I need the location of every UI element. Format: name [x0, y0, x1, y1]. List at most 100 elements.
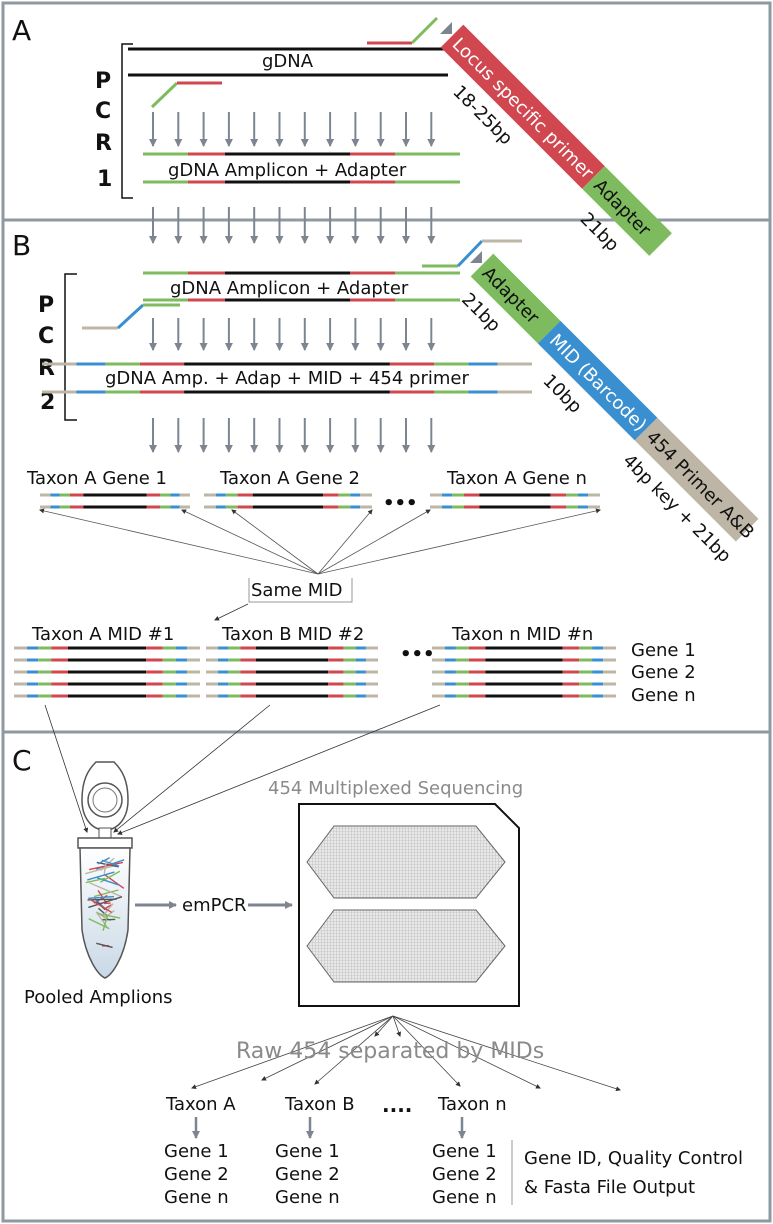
raw-separated-label: Raw 454 separated by MIDs	[236, 1039, 544, 1064]
separation-line	[191, 1015, 394, 1090]
pooled-label: Pooled Amplions	[24, 987, 173, 1008]
sample-tube-icon	[77, 761, 133, 979]
pcr2-bracket	[64, 273, 77, 421]
pcr2-number: 2	[40, 390, 55, 415]
pool-line-a	[44, 704, 89, 833]
tube-strand	[101, 859, 120, 867]
pcr1-bracket	[121, 43, 133, 199]
tube-strand	[88, 896, 123, 909]
legend-454-bar	[634, 417, 759, 542]
tube-strand	[97, 857, 110, 865]
legend-b-adapter-bar	[470, 253, 561, 344]
separation-line	[392, 1015, 621, 1092]
gene-list-b-1: Gene 1	[275, 1141, 340, 1162]
tube-strand	[87, 898, 117, 901]
full-amplicon-label: gDNA Amp. + Adap + MID + 454 primer	[105, 368, 469, 389]
gene-strands	[40, 493, 600, 509]
pool-line-n	[117, 704, 441, 835]
pool-line-b	[113, 704, 271, 833]
separation-line	[374, 1015, 394, 1037]
plate-region-top	[306, 825, 506, 899]
mid-link-line	[181, 509, 319, 575]
pcr2-letter-c: C	[38, 324, 54, 349]
tube-strand	[87, 871, 115, 881]
taxon-down-arrows	[192, 1117, 466, 1139]
mid-link-line	[39, 508, 319, 575]
tube-strand	[89, 882, 123, 898]
empcr-label: emPCR	[182, 895, 247, 916]
tube-strand	[88, 895, 115, 900]
taxon-mid-label-b: Taxon B MID #2	[221, 624, 364, 645]
mid-link-line	[317, 509, 373, 575]
separation-line	[261, 1015, 394, 1081]
taxon-mid-label-a: Taxon A MID #1	[31, 624, 174, 645]
pcr1-arrow-row	[149, 112, 436, 147]
tube-strand	[85, 877, 106, 884]
primer-c-blue	[456, 239, 484, 268]
primer-a-green	[410, 16, 439, 45]
gene-label-2: Taxon A Gene 2	[219, 468, 360, 489]
gdna-label: gDNA	[262, 51, 314, 72]
tube-strand	[88, 918, 110, 930]
gene-list-n-1: Gene 1	[432, 1141, 497, 1162]
output-line-1: Gene ID, Quality Control	[524, 1148, 743, 1169]
gene-list-a-2: Gene 2	[164, 1164, 229, 1185]
separation-line	[392, 1015, 461, 1087]
taxon-ellipsis: •••	[400, 644, 435, 665]
gene-row-label-2: Gene 2	[631, 662, 696, 683]
gene-row-label-n: Gene n	[631, 685, 696, 706]
legend-a: Locus specific primer Adapter 18-25bp 21…	[440, 24, 672, 256]
separation-line	[392, 1015, 541, 1089]
taxon-c-b: Taxon B	[284, 1094, 355, 1115]
tube-strand	[89, 898, 113, 914]
gene-list-n: Gene 1 Gene 2 Gene n	[432, 1141, 497, 1208]
mid-link-line	[231, 509, 319, 575]
taxon-c-a: Taxon A	[165, 1094, 236, 1115]
mid-separation-lines	[191, 1015, 621, 1092]
tube-strand	[96, 942, 113, 949]
pcr2-output-arrow-row	[149, 418, 436, 453]
tube-strand	[103, 859, 108, 874]
pcr2-letter-p: P	[38, 293, 54, 318]
amplicon-a-label: gDNA Amplicon + Adapter	[168, 160, 407, 181]
legend-primer-bar	[440, 24, 605, 189]
panel-a-letter: A	[12, 14, 31, 47]
tube-strand	[85, 864, 115, 875]
taxon-mid-label-n: Taxon n MID #n	[451, 624, 593, 645]
legend-a-arrowhead	[440, 22, 452, 34]
pcr1-letter-r: R	[95, 131, 112, 156]
gene-label-n: Taxon A Gene n	[446, 468, 587, 489]
amplicon-b-label: gDNA Amplicon + Adapter	[170, 278, 409, 299]
taxon-c-n: Taxon n	[437, 1094, 507, 1115]
legend-adapter-bar	[582, 166, 672, 256]
legend-b: Adapter MID (Barcode) 454 Primer A&B 21b…	[457, 253, 759, 567]
gene-list-a-1: Gene 1	[164, 1141, 229, 1162]
tube-strand	[96, 912, 121, 919]
sequencing-title: 454 Multiplexed Sequencing	[268, 778, 523, 799]
mid-link-line	[317, 508, 601, 575]
gene-list-b: Gene 1 Gene 2 Gene n	[275, 1141, 340, 1208]
same-mid-arrow	[214, 603, 249, 621]
taxon-strands	[14, 646, 616, 698]
tube-strand	[93, 889, 119, 898]
pcr1-letter-p: P	[95, 69, 111, 94]
tube-strand	[102, 915, 109, 931]
panel-b-letter: B	[12, 229, 31, 262]
panel-c-letter: C	[12, 744, 32, 777]
transition-arrow-row	[149, 207, 436, 244]
gene-row-label-1: Gene 1	[631, 640, 696, 661]
pcr1-letter-c: C	[95, 99, 111, 124]
same-mid-label: Same MID	[251, 580, 343, 601]
gene-list-b-2: Gene 2	[275, 1164, 340, 1185]
separation-line	[314, 1015, 394, 1085]
gene-list-a: Gene 1 Gene 2 Gene n	[164, 1141, 229, 1208]
gene-list-b-n: Gene n	[275, 1187, 340, 1208]
legend-b-arrowhead	[470, 251, 482, 263]
same-mid-links	[39, 508, 601, 575]
same-mid-box	[248, 578, 353, 603]
pcr1-number: 1	[97, 167, 112, 192]
plate-region-bottom	[306, 909, 506, 983]
tube-strand	[103, 873, 125, 889]
